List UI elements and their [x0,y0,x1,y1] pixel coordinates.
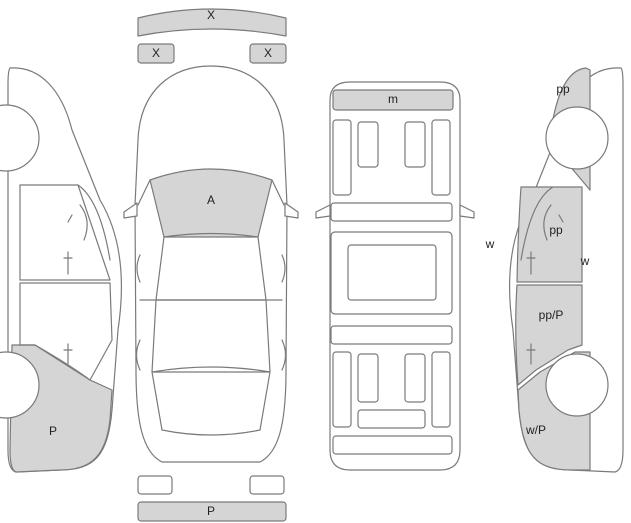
left-rear-wheel [0,351,40,419]
right-mirror[interactable] [284,202,299,219]
windshield [155,232,267,301]
right-rear-quarter-label: w/P [525,423,546,437]
front-left-pillar-cell [332,119,352,196]
left-door-handles [63,251,73,365]
front-right-pillar-cell [431,119,451,196]
interior-view: m [315,81,475,471]
front-right-corner-label: X [264,46,272,60]
right-side-view: pp pp pp/P w/P w w [485,67,624,473]
right-side-edge-label: w [580,254,590,268]
left-mirror-shape [67,204,88,241]
right-rear-wheel [545,353,609,417]
right-front-door-edge-label: w [485,237,495,251]
left-front-wheel [0,104,40,172]
interior-left-mirror [315,204,331,219]
left-window-line [77,184,111,261]
roof-label: m [388,92,398,106]
left-mirror[interactable] [123,202,138,219]
hood-panel[interactable] [149,168,273,238]
top-view-body [134,65,288,463]
right-mirror-shape [543,204,564,241]
rear-shelf-cell [357,409,426,429]
front-left-seat-cell [357,121,379,168]
left-front-door [19,184,111,281]
right-rear-door-label: pp/P [539,308,564,322]
sunroof-glass [347,244,437,301]
trunk-lid-cell [332,435,453,455]
rear-window [151,366,271,436]
sunroof-frame [330,231,453,315]
rear-left-seat-cell [357,353,379,403]
right-door-handles [526,251,536,365]
rear-left-pillar-cell [332,351,352,428]
right-front-door-label: pp [549,223,563,237]
left-rear-door [19,282,113,381]
a-pillar-lines [137,179,285,206]
hood-label: A [207,193,215,207]
right-window-line [520,186,554,261]
front-right-seat-cell [404,121,426,168]
front-crossbar [330,202,453,222]
rear-right-seat-cell [404,353,426,403]
right-front-wheel [545,106,609,170]
rear-right-corner-panel[interactable] [249,475,285,495]
door-handle-lines [136,254,286,283]
front-bumper-label: X [207,8,215,22]
rear-bumper-label: P [207,504,215,518]
front-right-corner-panel[interactable] [249,43,287,64]
roof-panel[interactable] [332,89,454,111]
rear-crossbar [330,325,453,345]
front-left-corner-label: X [152,46,160,60]
interior-body [329,81,461,471]
right-rear-door-panel[interactable] [515,284,583,386]
front-bumper-panel[interactable] [137,8,287,37]
interior-right-mirror [459,204,475,219]
rear-arch-lines [135,339,287,371]
rear-left-corner-panel[interactable] [137,475,173,495]
right-front-fender-label: pp [556,82,570,96]
top-view: A [123,65,299,463]
left-rear-quarter-label: P [49,424,57,438]
rear-right-pillar-cell [431,351,451,428]
front-left-corner-panel[interactable] [137,43,175,64]
left-side-view: P [0,67,122,473]
rear-bumper-panel[interactable] [137,501,287,522]
